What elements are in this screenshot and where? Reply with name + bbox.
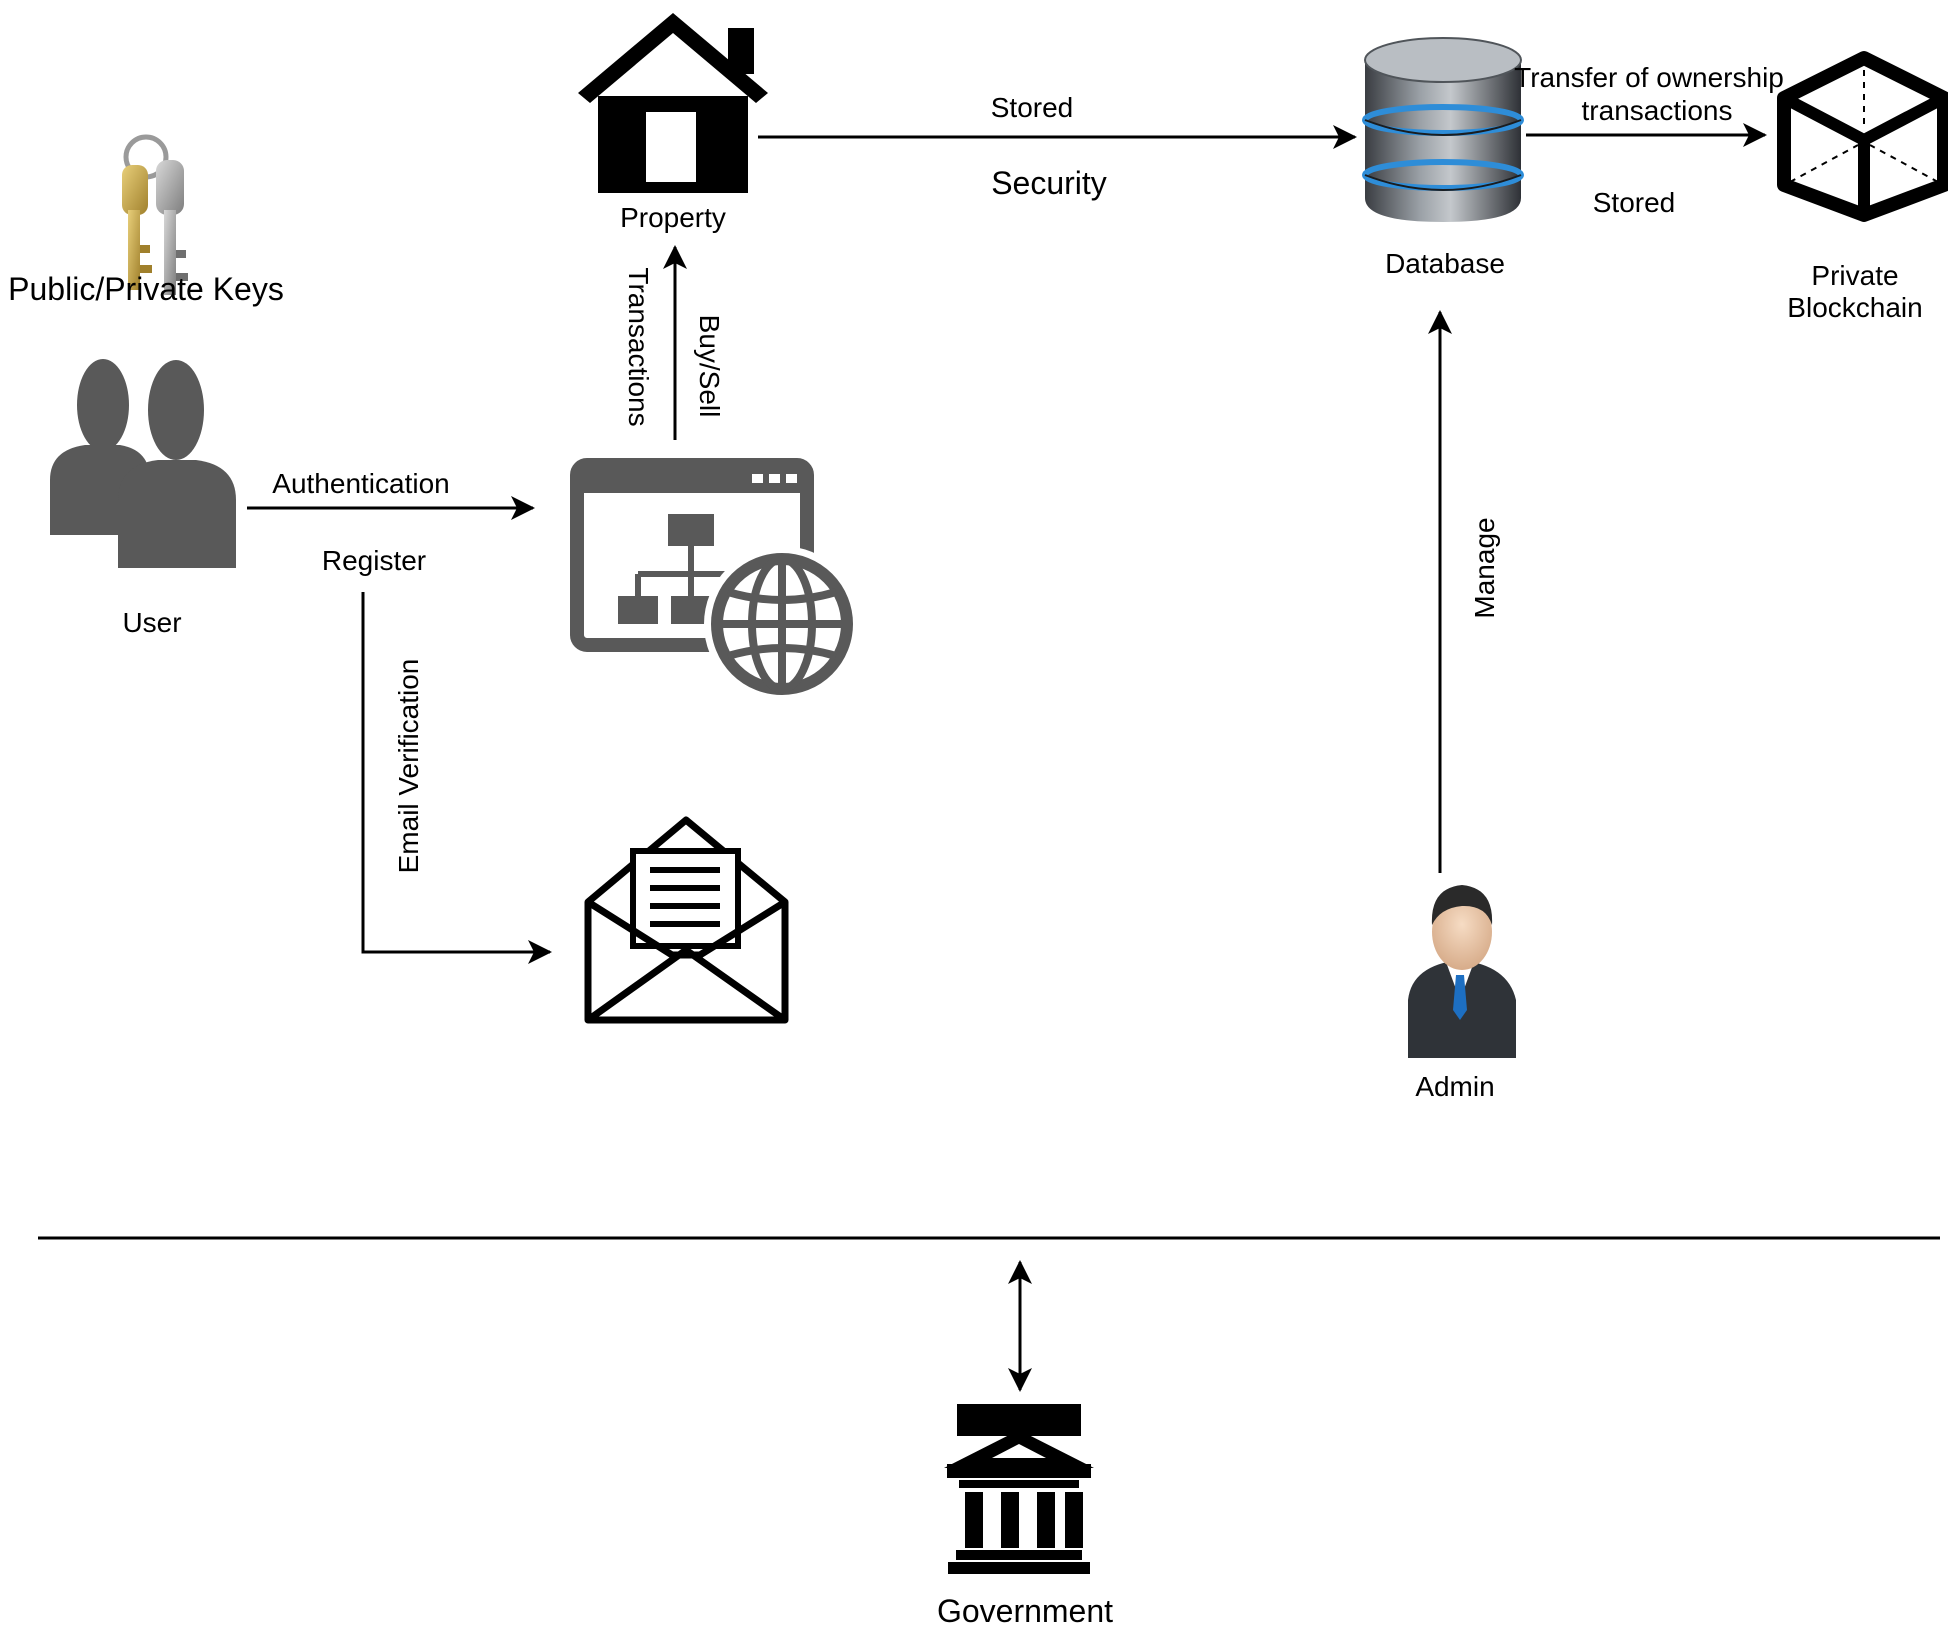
transfer-edge-label-line2: transactions	[1582, 95, 1733, 126]
admin-label: Admin	[1415, 1071, 1494, 1102]
stored-right-edge-label: Stored	[1593, 187, 1676, 218]
web-app-icon	[570, 458, 860, 702]
database-label: Database	[1385, 248, 1505, 279]
bank-building-icon	[944, 1404, 1094, 1574]
buy-sell-edge-label: Buy/Sell	[694, 315, 725, 418]
envelope-icon	[584, 816, 789, 1024]
government-label: Government	[937, 1593, 1113, 1629]
database-icon	[1362, 37, 1524, 222]
register-edge-label: Register	[322, 545, 426, 576]
user-label: User	[122, 607, 181, 638]
blockchain-label-line1: Private	[1811, 260, 1898, 291]
security-edge-label: Security	[991, 165, 1107, 201]
house-icon	[578, 13, 768, 193]
email-verification-arrow	[361, 592, 552, 964]
users-icon	[50, 359, 236, 568]
keys-icon	[122, 134, 188, 295]
manage-edge-label: Manage	[1469, 517, 1500, 618]
keys-label: Public/Private Keys	[8, 271, 284, 307]
stored-top-edge-label: Stored	[991, 92, 1074, 123]
cube-icon	[1777, 51, 1948, 222]
authentication-edge-label: Authentication	[272, 468, 449, 499]
transfer-edge-label-line1: Transfer of ownership	[1514, 62, 1784, 93]
property-label: Property	[620, 202, 726, 233]
email-verification-edge-label: Email Verification	[393, 659, 424, 874]
transactions-edge-label: Transactions	[623, 267, 654, 426]
blockchain-label-line2: Blockchain	[1787, 292, 1922, 323]
admin-person-icon	[1408, 885, 1516, 1058]
